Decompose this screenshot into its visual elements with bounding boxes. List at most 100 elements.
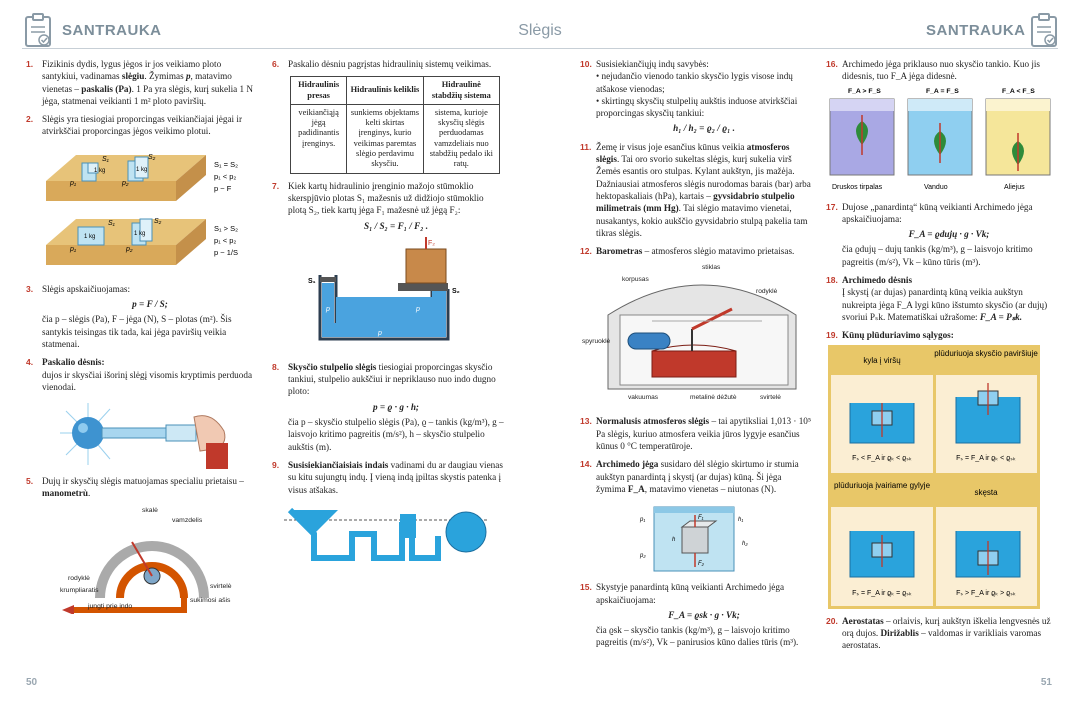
item-10: 10. Susisiekiančiųjų indų savybės: • nej… bbox=[580, 59, 798, 134]
svg-text:vakuumas: vakuumas bbox=[628, 394, 659, 401]
svg-text:Fₛ = F_A ir ϱₖ = ϱₛₖ: Fₛ = F_A ir ϱₖ = ϱₛₖ bbox=[852, 590, 912, 597]
svg-text:1 kg: 1 kg bbox=[136, 167, 147, 173]
item-13: 13. Normalusis atmosferos slėgis – tai a… bbox=[580, 416, 812, 452]
svg-text:S₁: S₁ bbox=[108, 220, 116, 227]
page-number-left: 50 bbox=[26, 677, 38, 688]
svg-text:h₂: h₂ bbox=[742, 541, 748, 547]
item-18: 18. Archimedo dėsnis Į skystį (ar dujas)… bbox=[826, 275, 1048, 322]
item-3: 3. Slėgis apskaičiuojamas: p = F / S; či… bbox=[26, 283, 258, 350]
svg-text:svirtelė: svirtelė bbox=[210, 583, 232, 590]
communicating-vessels-diagram bbox=[284, 507, 488, 561]
item-12: 12. Barometras – atmosferos slėgio matav… bbox=[580, 245, 812, 409]
item-17: 17. Dujose „panardintą“ kūną veikianti A… bbox=[826, 201, 1033, 267]
item-8: 8. Skysčio stulpelio slėgis tiesiogiai p… bbox=[272, 361, 504, 452]
pressure-formula: p = F / S; bbox=[132, 299, 168, 310]
item-9: 9. Susisiekiančiaisiais indais vadinami … bbox=[272, 459, 504, 568]
item-1: 1. Fizikinis dydis, lygus jėgos ir jos v… bbox=[26, 59, 254, 106]
svg-text:Fₛ = F_A ir ϱₖ < ϱₛₖ: Fₛ = F_A ir ϱₖ < ϱₛₖ bbox=[956, 455, 1016, 462]
svg-text:S₂: S₂ bbox=[452, 288, 460, 295]
barometer-diagram: stiklas korpusas rodyklė spyruoklė vakuu… bbox=[582, 264, 797, 401]
item-6: 6. Paskalio dėsniu pagrįstas hidraulinių… bbox=[272, 58, 504, 174]
svg-text:sukimosi ašis: sukimosi ašis bbox=[190, 597, 231, 604]
svg-text:skęsta: skęsta bbox=[974, 488, 998, 497]
svg-text:p₁: p₁ bbox=[69, 246, 77, 253]
svg-text:F_A = F_S: F_A = F_S bbox=[926, 88, 959, 95]
svg-text:F_A < F_S: F_A < F_S bbox=[1002, 88, 1035, 95]
item-16: 16. Archimedo jėga priklauso nuo skysčio… bbox=[826, 58, 1056, 195]
item-2: 2. Slėgis yra tiesiogiai proporcingas ve… bbox=[26, 113, 258, 277]
item-15: 15. Skystyje panardintą kūną veikianti A… bbox=[580, 582, 799, 648]
svg-text:S₂: S₂ bbox=[148, 154, 156, 161]
svg-text:1 kg: 1 kg bbox=[94, 168, 105, 174]
svg-text:Vanduo: Vanduo bbox=[924, 184, 948, 191]
svg-text:S₁: S₁ bbox=[102, 156, 110, 163]
svg-text:rodyklė: rodyklė bbox=[68, 575, 90, 582]
svg-text:p: p bbox=[377, 330, 382, 337]
svg-text:Druskos tirpalas: Druskos tirpalas bbox=[832, 184, 883, 191]
svg-text:spyruoklė: spyruoklė bbox=[582, 338, 611, 345]
svg-text:p₂: p₂ bbox=[639, 553, 646, 559]
svg-text:skalė: skalė bbox=[142, 507, 158, 514]
svg-text:F₂: F₂ bbox=[428, 240, 435, 247]
svg-text:p₁: p₁ bbox=[639, 517, 645, 523]
svg-text:korpusas: korpusas bbox=[622, 276, 649, 283]
svg-text:stiklas: stiklas bbox=[702, 264, 721, 271]
svg-text:krumpliaratis: krumpliaratis bbox=[60, 587, 99, 594]
column-1: 1. Fizikinis dydis, lygus jėgos ir jos v… bbox=[26, 58, 258, 620]
svg-text:p: p bbox=[415, 306, 420, 313]
svg-text:F₂: F₂ bbox=[698, 561, 705, 567]
item-7: 7. Kiek kartų hidraulinio įrenginio mažo… bbox=[272, 180, 504, 355]
svg-text:jungti prie indo: jungti prie indo bbox=[87, 603, 132, 610]
buoyancy-liquids-diagram: F_A > F_S F_A = F_S F_A < F_S Druskos tirp… bbox=[829, 88, 1051, 191]
header-title-left: SANTRAUKA bbox=[62, 22, 162, 39]
hydraulic-press-diagram: F₂ S₁ S₂ p p p bbox=[308, 236, 460, 341]
page-number-right: 51 bbox=[1040, 677, 1052, 688]
svg-text:S₁ > S₂: S₁ > S₂ bbox=[214, 224, 238, 233]
svg-text:p₁: p₁ bbox=[69, 180, 77, 187]
svg-text:1 kg: 1 kg bbox=[84, 234, 95, 240]
item-19: 19. Kūnų plūduriavimo sąlygos: kyla į vi… bbox=[826, 329, 1056, 609]
pascal-ball-diagram bbox=[60, 403, 228, 470]
svg-text:p₂: p₂ bbox=[125, 246, 133, 253]
pressure-blocks-diagram: 1 kg 1 kg p₁ p₂ S₁ S₂ S₁ = S₂ p₁ < p₂ p ~ F 1… bbox=[46, 154, 238, 265]
item-5: 5. Dujų ir skysčių slėgis matuojamas spe… bbox=[26, 475, 258, 614]
svg-text:p ~ F: p ~ F bbox=[214, 184, 232, 193]
svg-text:svirtelė: svirtelė bbox=[760, 394, 781, 401]
item-14: 14. Archimedo jėga susidaro dėl slėgio s… bbox=[580, 458, 812, 575]
svg-text:p₁ < p₂: p₁ < p₂ bbox=[214, 236, 236, 245]
svg-text:plūduriuoja įvairiame gylyje: plūduriuoja įvairiame gylyje bbox=[834, 481, 931, 490]
svg-text:p ~ 1/S: p ~ 1/S bbox=[214, 248, 238, 257]
svg-text:p: p bbox=[325, 306, 330, 313]
svg-text:S₁ = S₂: S₁ = S₂ bbox=[214, 160, 238, 169]
floating-conditions-table: kyla į viršų plūduriuoja skysčio pavirši… bbox=[828, 344, 1040, 609]
column-3: 10. Susisiekiančiųjų indų savybės: • nej… bbox=[580, 58, 812, 655]
svg-text:h: h bbox=[672, 537, 676, 543]
header-title-right: SANTRAUKA bbox=[926, 22, 1026, 39]
svg-text:vamzdelis: vamzdelis bbox=[172, 517, 203, 524]
manometer-diagram: skalė vamzdelis rodyklė krumpliaratis sv… bbox=[60, 507, 232, 614]
page-header: SANTRAUKA Slėgis SANTRAUKA bbox=[0, 0, 1080, 52]
svg-text:Fₛ < F_A ir ϱₖ < ϱₛₖ: Fₛ < F_A ir ϱₖ < ϱₛₖ bbox=[852, 455, 912, 462]
svg-text:S₂: S₂ bbox=[154, 218, 162, 225]
svg-text:metalinė dėžutė: metalinė dėžutė bbox=[690, 394, 737, 401]
column-2: 6. Paskalio dėsniu pagrįstas hidraulinių… bbox=[272, 58, 504, 574]
svg-text:kyla į viršų: kyla į viršų bbox=[863, 356, 901, 365]
clipboard-icon bbox=[25, 13, 51, 47]
svg-text:plūduriuoja skysčio paviršiuje: plūduriuoja skysčio paviršiuje bbox=[934, 349, 1038, 358]
item-11: 11. Žemę ir visus joje esančius kūnus ve… bbox=[580, 141, 811, 238]
column-4: 16. Archimedo jėga priklauso nuo skysčio… bbox=[826, 58, 1056, 657]
svg-text:S₁: S₁ bbox=[308, 278, 316, 285]
svg-text:1 kg: 1 kg bbox=[134, 231, 145, 237]
svg-text:F_A > F_S: F_A > F_S bbox=[848, 88, 881, 95]
svg-text:rodyklė: rodyklė bbox=[756, 288, 778, 295]
chapter-title: Slėgis bbox=[518, 22, 562, 39]
item-20: 20. Aerostatas – orlaivis, kurį aukštyn … bbox=[826, 615, 1051, 651]
svg-text:p₁ < p₂: p₁ < p₂ bbox=[214, 172, 236, 181]
svg-text:Fₛ > F_A ir ϱₖ > ϱₛₖ: Fₛ > F_A ir ϱₖ > ϱₛₖ bbox=[956, 590, 1016, 597]
clipboard-icon bbox=[1031, 13, 1057, 47]
svg-text:p₂: p₂ bbox=[121, 180, 129, 187]
svg-text:Aliejus: Aliejus bbox=[1004, 184, 1025, 191]
item-4: 4. Paskalio dėsnis: dujos ir skysčiai iš… bbox=[26, 356, 258, 470]
